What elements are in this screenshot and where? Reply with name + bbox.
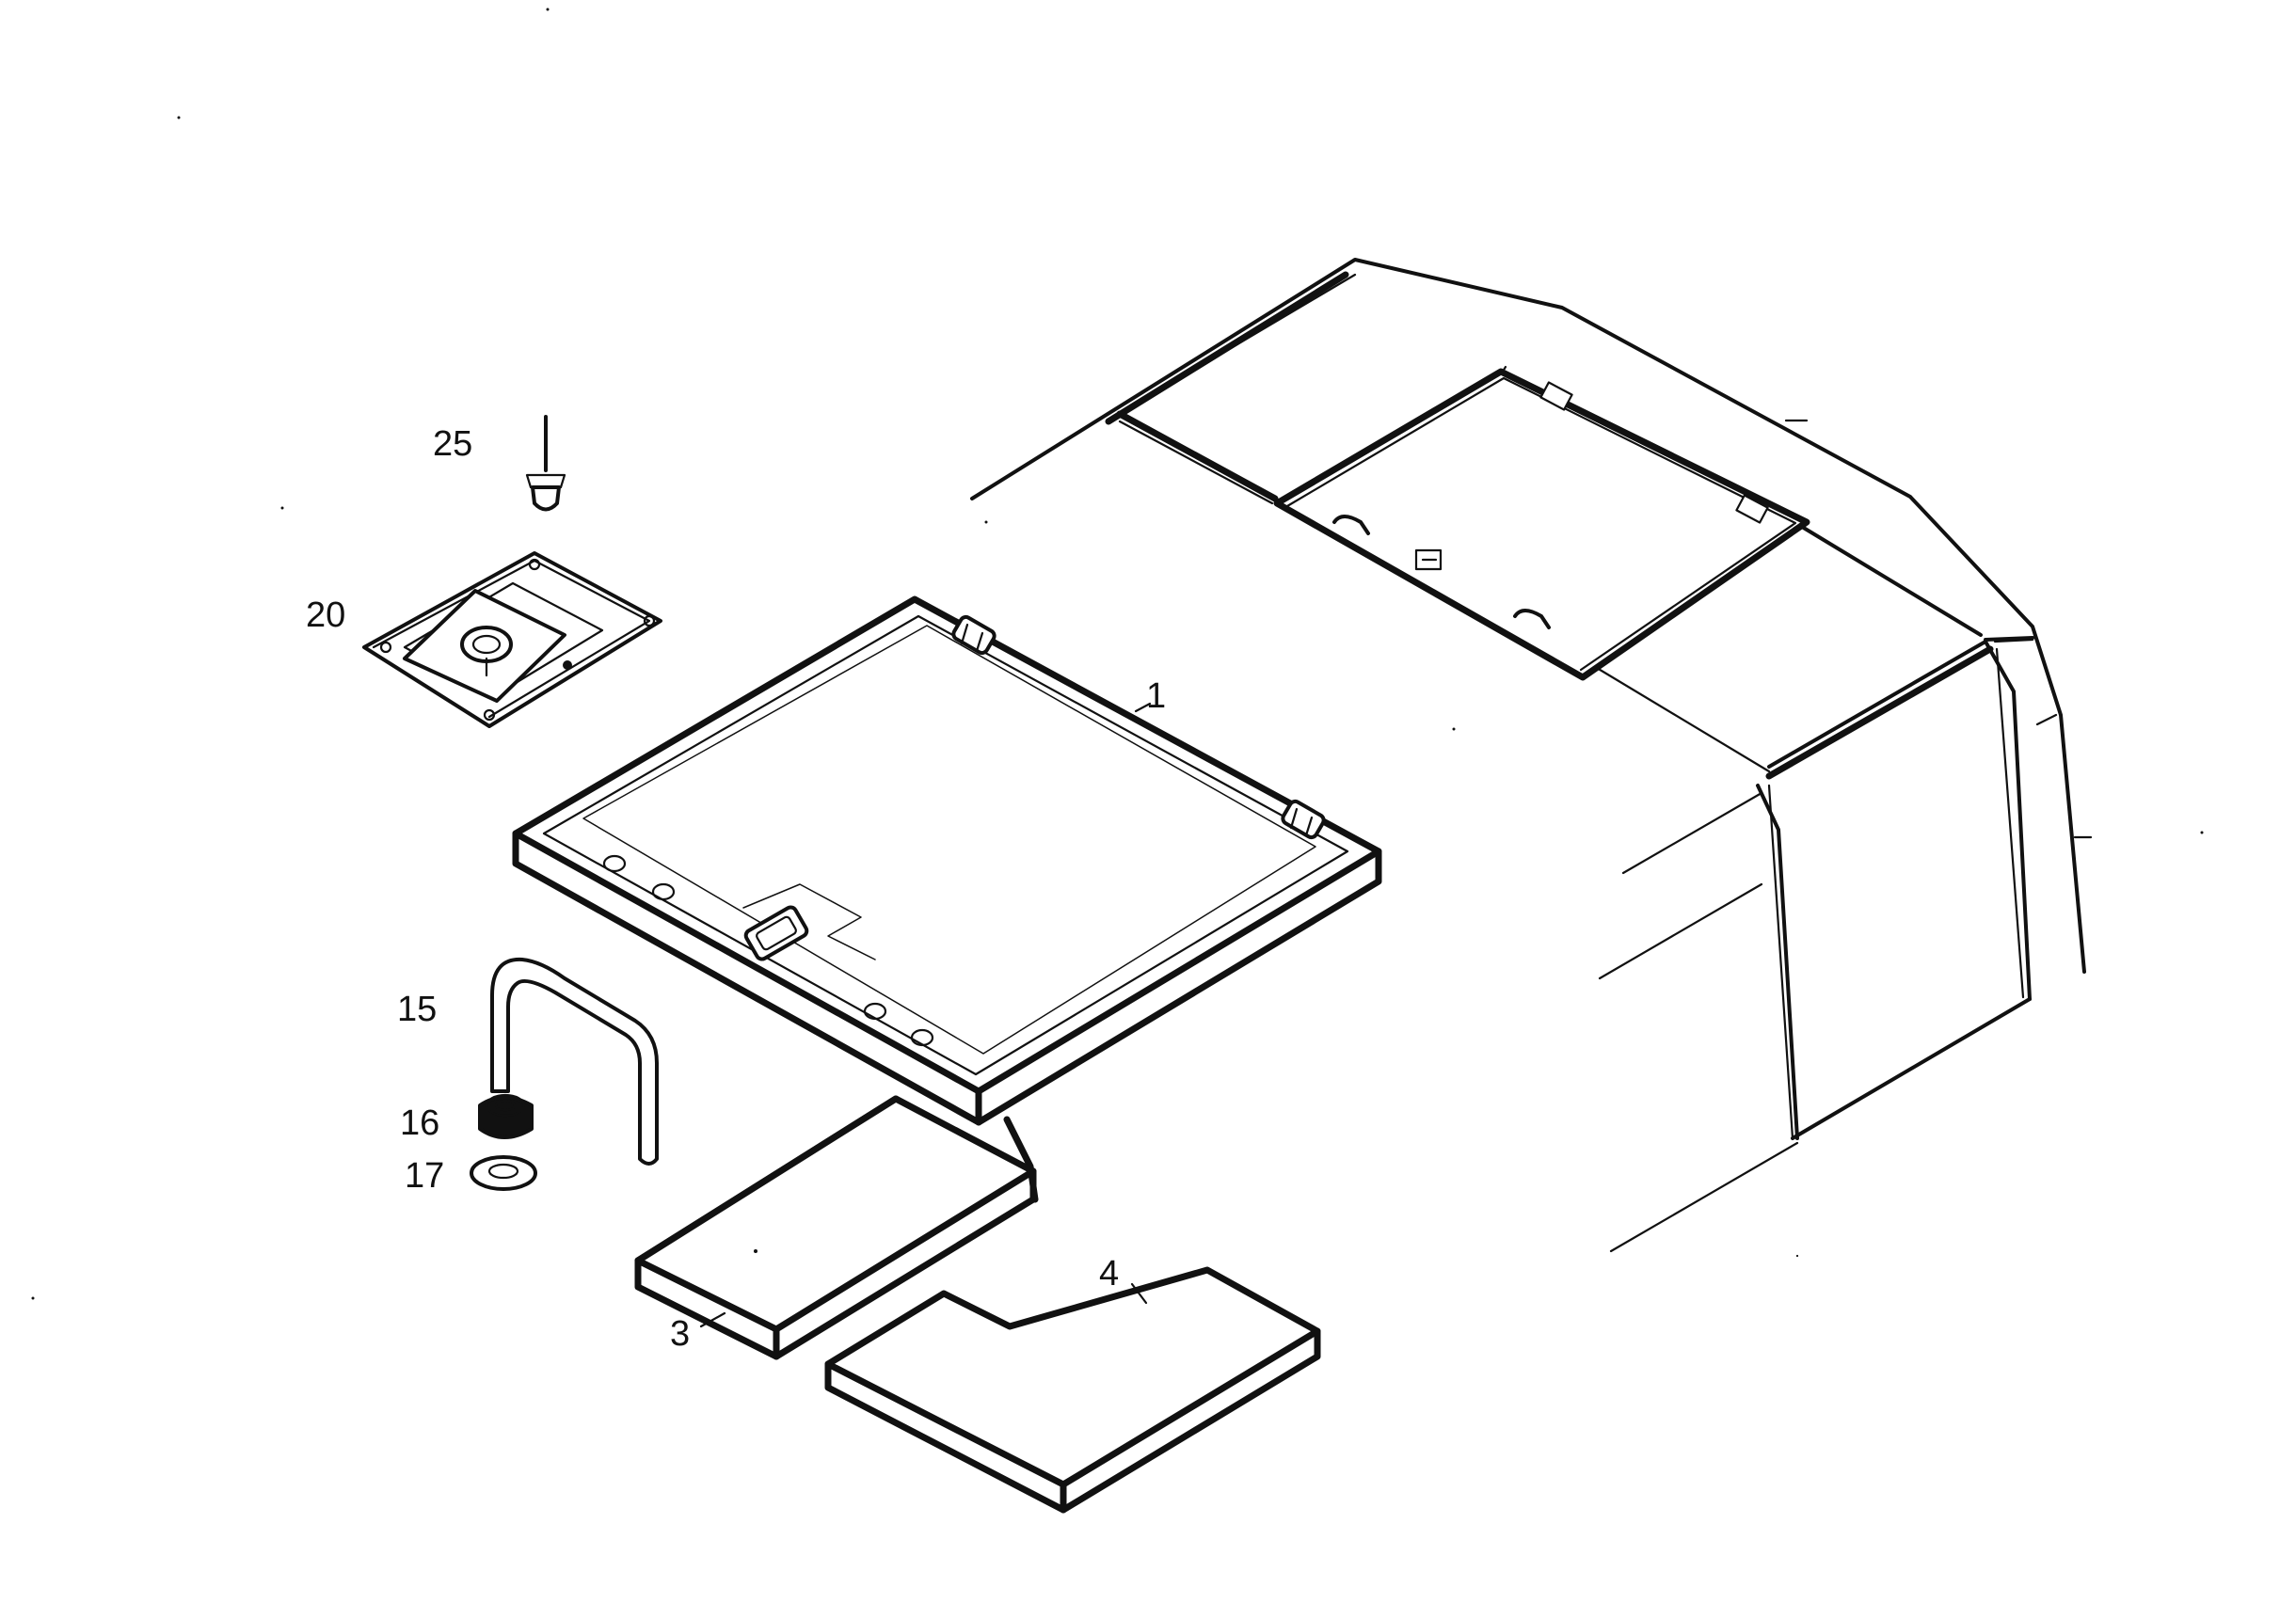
part-25-rivet (525, 415, 566, 512)
part-4-shaped-pad (824, 1266, 1321, 1514)
callout-1: 1 (1146, 676, 1166, 716)
part-3-pad (634, 1095, 1039, 1360)
callout-3: 3 (670, 1314, 690, 1354)
callout-15: 15 (397, 990, 437, 1029)
machine-housing (970, 258, 2093, 1258)
callout-25: 25 (433, 424, 472, 464)
callout-labels: 1 3 4 15 16 17 20 25 (306, 424, 1166, 1354)
scan-specks (31, 8, 2204, 1300)
part-20-latch-plate (362, 551, 662, 728)
callout-16: 16 (400, 1103, 439, 1143)
part-15-u-bolt (490, 957, 659, 1166)
part-16-nut (478, 1093, 534, 1139)
part-17-washer (470, 1155, 537, 1191)
callout-20: 20 (306, 595, 345, 635)
roof-hatch (1273, 368, 1810, 681)
callout-17: 17 (405, 1156, 444, 1196)
part-1-hatch-cover (512, 595, 1382, 1126)
callout-4: 4 (1099, 1254, 1119, 1294)
